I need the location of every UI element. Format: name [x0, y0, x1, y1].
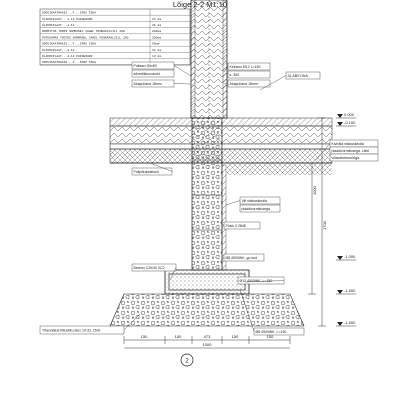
callout-right-top2: s. 300 — [230, 73, 240, 77]
layer-row-label: ÜLIKRIPLAAT...4-12 PUIDEOARD — [42, 54, 93, 58]
bottom-dimension: 150 150 473 150 150 1000 — [123, 334, 291, 349]
callout-right-top1: Kinnitus M12 L=180 — [230, 65, 261, 69]
dim-bottom-a: 150 — [141, 334, 148, 339]
callout-right-top4: SL ABS DNA — [288, 74, 309, 78]
leader-line — [223, 83, 229, 85]
callout-box — [227, 70, 271, 79]
dim-vertical-upper: 1000 — [312, 185, 317, 195]
leader-line — [173, 65, 192, 77]
leader-line — [239, 289, 255, 332]
layer-row-value: 50mm — [152, 43, 159, 46]
callout-mid-callout2: plaadivormitusega — [242, 207, 270, 211]
callout-mid-callout6: Ø12 4500WK, L=150 — [240, 279, 273, 283]
layer-row-label: ROOMITUS TOOPS SAMMASEL VAHEL MINERAALVI… — [42, 30, 125, 33]
callout-mid-callout5: Ø8 4500WK, gu sud — [226, 256, 258, 260]
leader-line — [225, 200, 241, 206]
layer-row-label: PUTEKAMAS TOOTUS SAMMASEL VAHEL MINERAAL… — [42, 36, 129, 39]
crushed-stone-base — [109, 293, 305, 327]
callout-left-top2: sõrestikkonstrukt — [134, 72, 160, 76]
footing — [164, 269, 250, 295]
dim-bottom-c: 150 — [232, 334, 239, 339]
level-label: -1.500 — [344, 320, 356, 325]
ground-fill — [227, 163, 332, 175]
leader-line — [259, 75, 287, 91]
layer-row-value: 200mm — [152, 30, 161, 33]
callout-right-top3: Aluspõrand 18mm — [230, 82, 258, 86]
layer-row-label: ÜLIKRIPLAAT...4-12 PUIDEOARD — [42, 17, 93, 21]
level-markers: 0.000 -0.100 -1.000 -1.500 -1.500 — [336, 112, 356, 327]
level-triangle-icon — [337, 122, 343, 126]
callouts: Puitsarv 50x50 sõrestikkonstruktAluspõran… — [39, 61, 379, 336]
leader-line — [219, 257, 225, 263]
callout-box — [131, 69, 175, 78]
callout-right-callout3: villavahetusvööga — [332, 156, 360, 160]
section-marker-label: 2 — [185, 359, 189, 365]
foundation-wall — [191, 117, 227, 271]
callout-mid-callout1: Vill niiskuskindla — [242, 199, 267, 203]
callout-left-bottom1: Betoon C25/30 XC2 — [134, 266, 165, 270]
level-triangle-icon — [337, 256, 343, 260]
layer-row-label: SOOVIKAATMAAIS...F...IKRU ISKA — [42, 43, 96, 46]
layer-row-value: 200mm — [152, 36, 161, 39]
callout-left-mid1: Puitpõrandatooli — [134, 170, 160, 174]
layer-row-label: SOOVIKAATMAAIS...F...IKRU ISKA — [42, 12, 96, 15]
leader-line — [223, 66, 229, 73]
layer-row-label: ÜLIKRIPLAAT...4-12 — [42, 48, 75, 52]
callout-box — [329, 153, 379, 162]
section-marker: 2 — [180, 353, 194, 367]
leader-line — [123, 313, 141, 331]
layer-row-label: ÜLIKRIPLAAT...4-12 — [42, 23, 75, 27]
callout-left-top1: Puitsarv 50x50 — [134, 64, 157, 68]
dim-bottom-b: 150 — [175, 334, 182, 339]
upper-wall — [190, 0, 228, 119]
leader-line — [244, 280, 285, 283]
level-label: -0.100 — [344, 120, 356, 125]
callout-left-top3: Aluspõrand 18mm — [134, 82, 162, 86]
callout-right-callout2: plaadivormitusega. Liitel — [332, 149, 370, 153]
level-label: 0.000 — [344, 112, 355, 117]
level-triangle-icon — [337, 322, 343, 326]
level-label: -1.000 — [344, 254, 356, 259]
dim-vertical-total: 1700 — [322, 220, 327, 230]
callout-left-bottom2: Tihendatud killustiku alus 10-32, 150x — [42, 329, 101, 333]
callout-mid-callout4: Plokk 3 2848 — [226, 224, 246, 228]
callout-box — [239, 204, 281, 213]
leader-line — [149, 162, 173, 172]
layer-table: SOOVIKAATMAAIS...F...IKRU ISKA ÜLIKRIPLAA… — [39, 8, 191, 66]
level-label: -1.500 — [344, 288, 356, 293]
dim-bottom-total: 1000 — [203, 342, 213, 347]
leader-line — [173, 83, 192, 85]
leader-line — [169, 267, 177, 281]
leader-line — [219, 221, 225, 226]
leader-line — [315, 143, 331, 161]
callout-bottom-callout: Ø8 4500WK, L=150 — [256, 330, 287, 334]
level-triangle-icon — [337, 290, 343, 294]
dim-bottom-d: 150 — [267, 334, 274, 339]
level-triangle-icon — [337, 114, 343, 118]
layer-row-value: 13 mm — [152, 18, 161, 21]
layer-row-value: 26 mm — [152, 24, 161, 27]
layer-row-value: 13 mm — [152, 55, 161, 58]
callout-right-callout1: Kivivilla niiskuskindla — [332, 142, 365, 146]
layer-row-label: SOOVIKAATMAAIS...F...IKRU ISKA — [42, 61, 96, 64]
layer-row-value: 12 mm — [152, 49, 161, 52]
dim-bottom-mid: 473 — [204, 334, 211, 339]
